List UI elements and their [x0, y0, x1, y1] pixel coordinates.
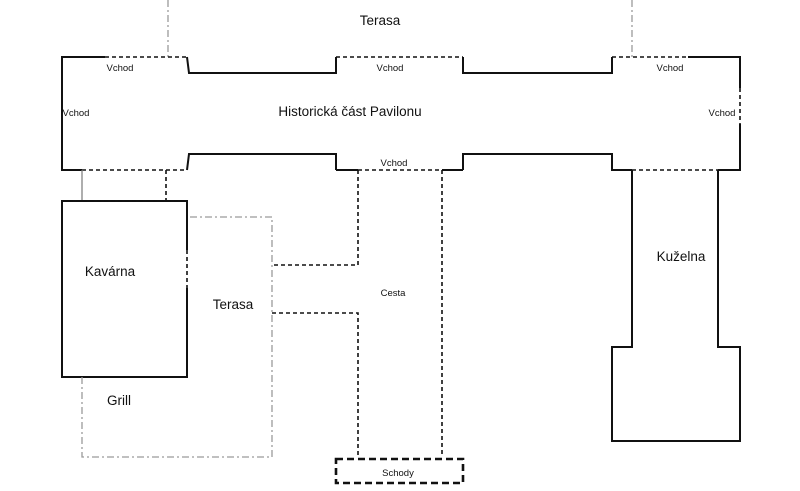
entrance-right-label: Vchod [709, 108, 736, 119]
hall-wall-left [61, 56, 105, 171]
cafe-label: Kavárna [85, 264, 136, 279]
bowling-label: Kuželna [657, 249, 706, 264]
path-edge-upper-left [272, 170, 359, 266]
entrance-top-middle-label: Vchod [377, 63, 404, 74]
entrance-top-left-label: Vchod [107, 63, 134, 74]
left-terrace-outline [81, 216, 273, 458]
cafe-connector [81, 170, 167, 201]
hall-wall-bottom-right [462, 153, 632, 171]
hall-wall-top-left [186, 56, 337, 74]
terrace-left-label: Terasa [213, 297, 254, 312]
labels: Terasa Historická část Pavilonu Vchod Vc… [63, 13, 736, 479]
top-terrace-boundary [167, 0, 633, 57]
historic-hall-walls [61, 56, 741, 171]
left-terrace-boundary [81, 216, 273, 458]
stairs-outline [334, 457, 465, 485]
entrances [82, 56, 741, 171]
entrance-top-right-label: Vchod [657, 63, 684, 74]
cafe-room [61, 200, 188, 378]
path-label: Cesta [381, 288, 407, 299]
grill-label: Grill [107, 393, 131, 408]
bowling-walls [611, 170, 741, 442]
stairs-label: Schody [382, 468, 414, 479]
terrace-top-label: Terasa [360, 13, 401, 28]
entrance-left-label: Vchod [63, 108, 90, 119]
path-corridor [272, 170, 443, 457]
hall-wall-right-bottom [718, 124, 741, 171]
hall-wall-right-top [688, 56, 741, 88]
cafe-walls [61, 200, 188, 378]
bowling-room [611, 170, 741, 442]
path-edge-lower-left [272, 312, 359, 457]
hall-wall-top-right [462, 57, 613, 74]
historic-hall-label: Historická část Pavilonu [278, 104, 421, 119]
entrance-bottom-label: Vchod [381, 158, 408, 169]
hall-wall-bottom-left [186, 153, 337, 171]
